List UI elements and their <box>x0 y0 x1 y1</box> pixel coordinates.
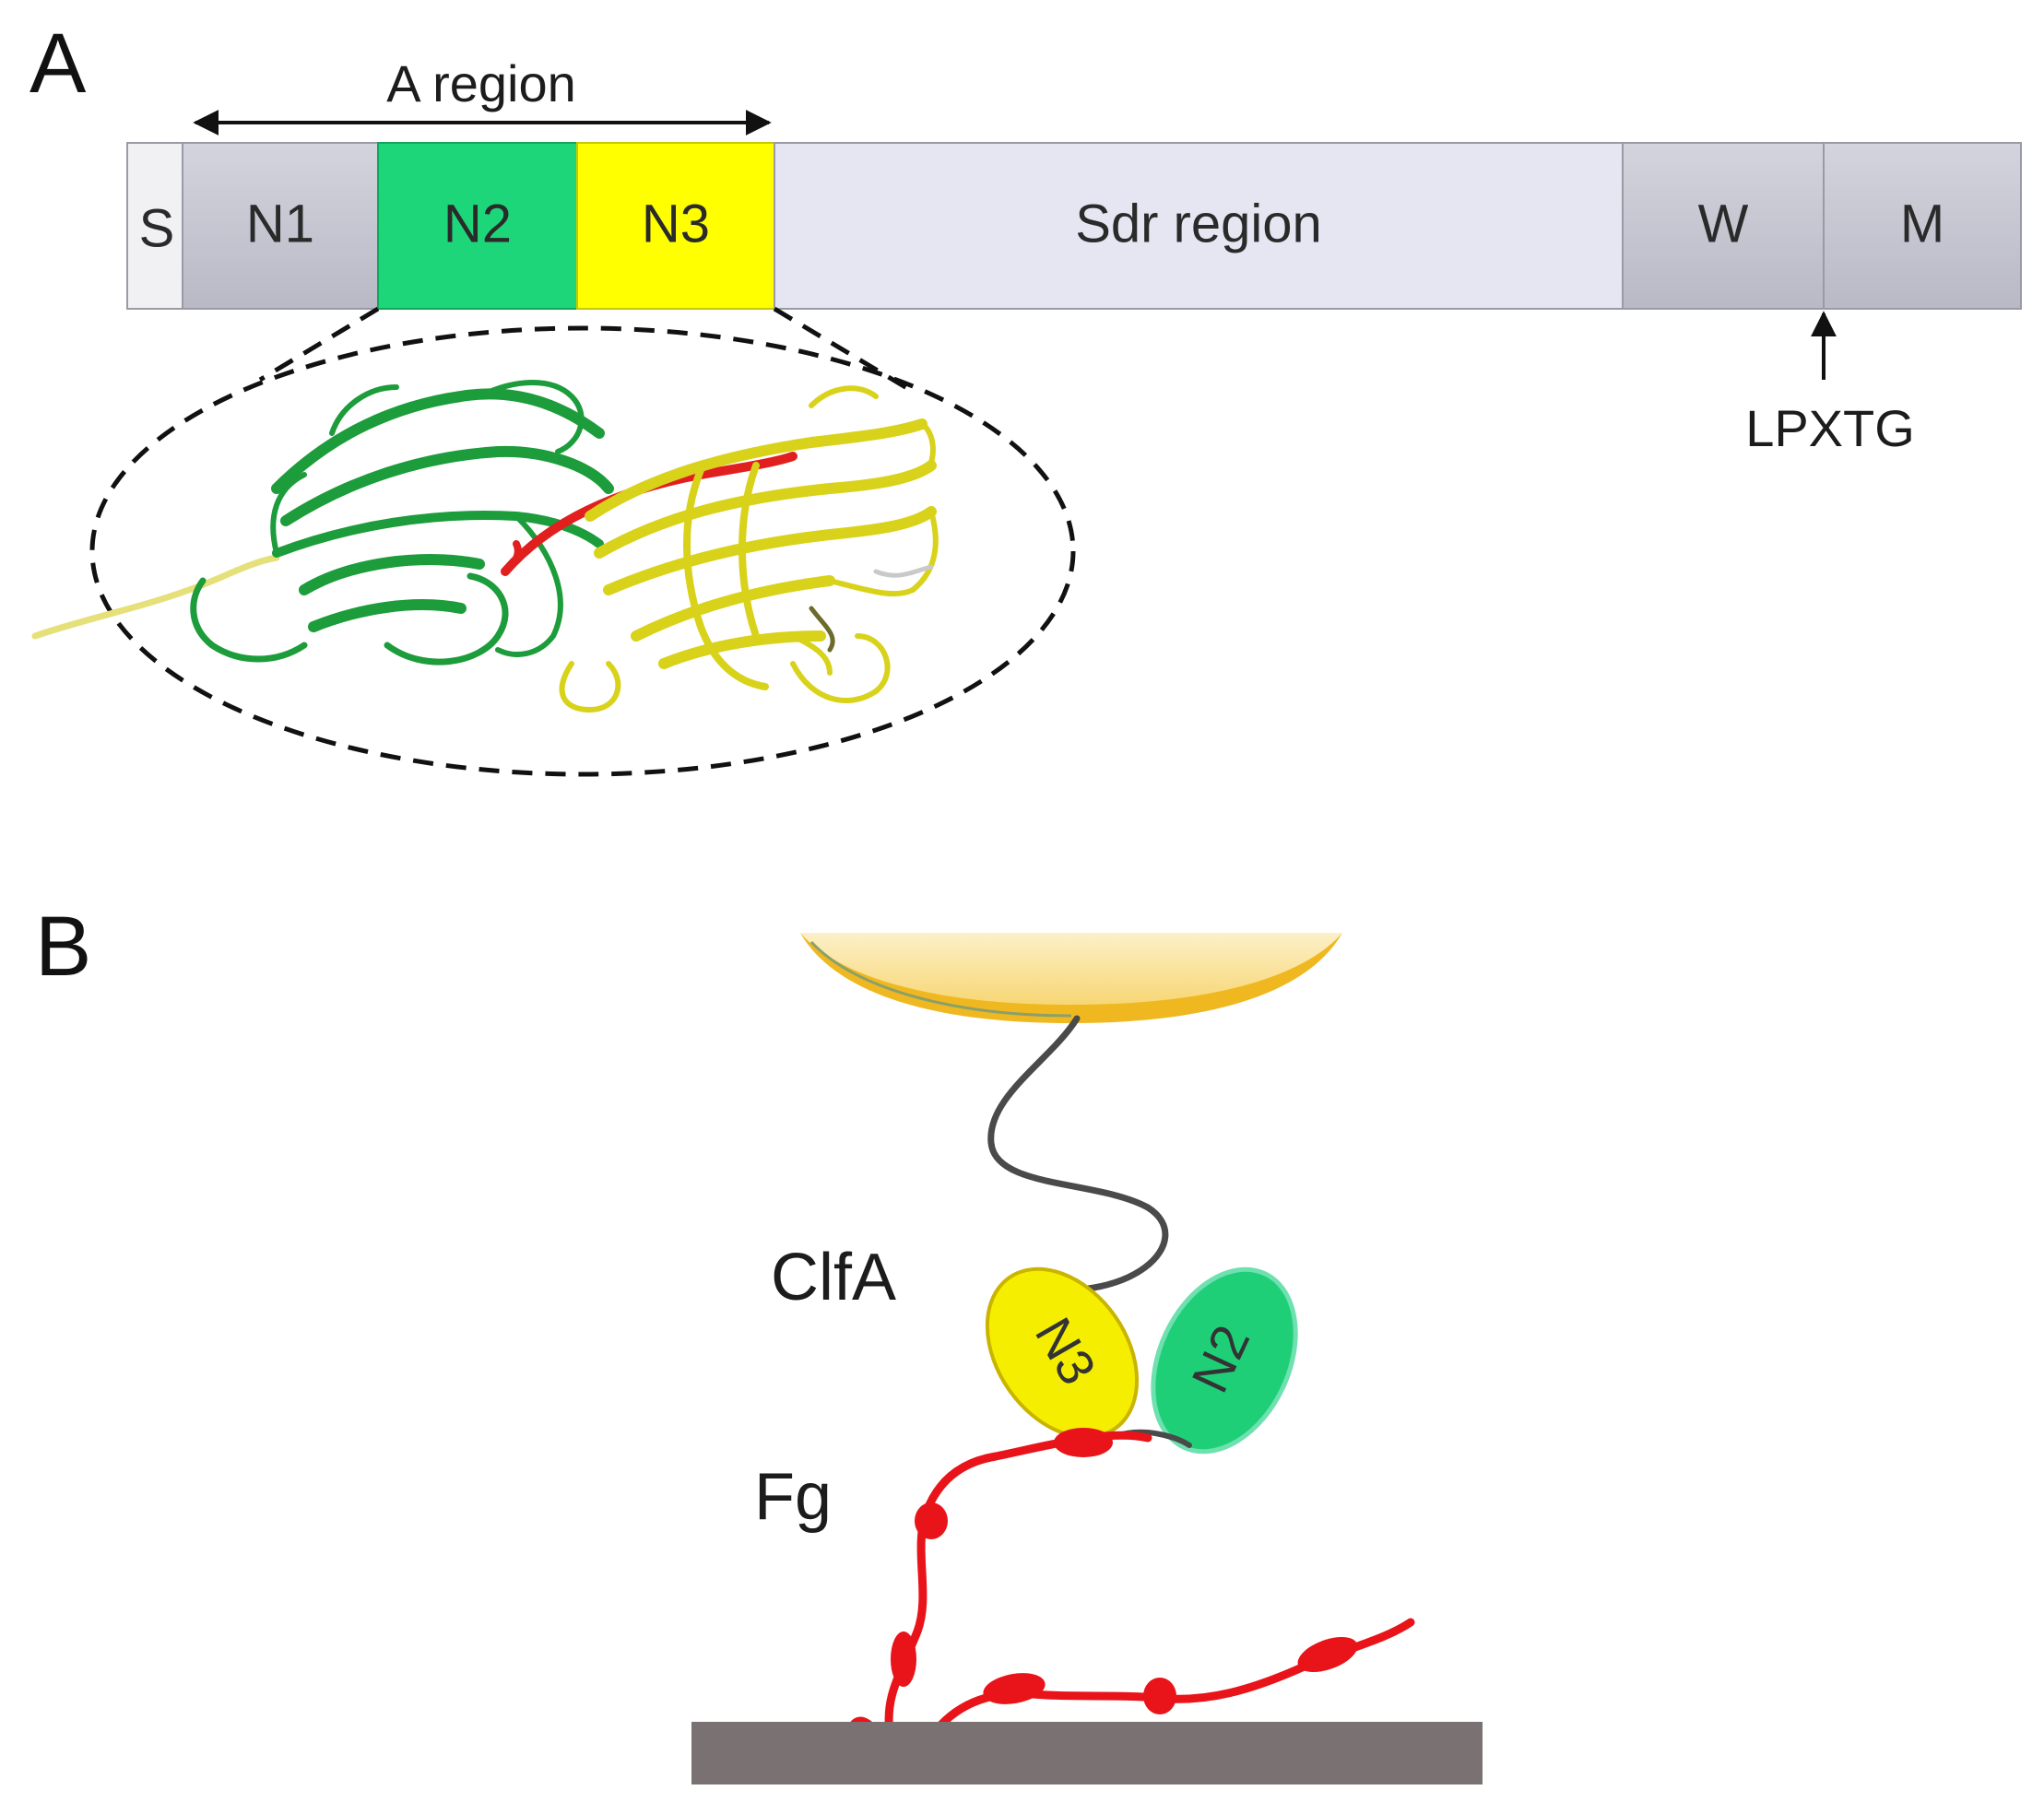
fg-label: Fg <box>754 1460 832 1534</box>
latching-strand <box>501 452 798 576</box>
segment-n2-label: N2 <box>443 194 512 253</box>
segment-n2 <box>377 142 578 310</box>
zoom-line-right <box>773 306 916 395</box>
segment-w-label: W <box>1698 194 1749 253</box>
a-region-label: A region <box>386 54 576 112</box>
n3-ellipse <box>985 1266 1140 1440</box>
segment-sdr-label: Sdr region <box>1075 194 1322 253</box>
n2-ellipse <box>1151 1266 1298 1455</box>
n3-ribbon <box>559 385 939 713</box>
zoom-ellipse <box>89 325 1076 777</box>
substrate-surface <box>691 1722 1483 1785</box>
segment-n1 <box>182 142 379 310</box>
segment-s-label: S <box>139 198 175 258</box>
panel-b-label: B <box>35 900 91 994</box>
clfa-linker <box>987 1015 1169 1294</box>
n3-domain: N3 <box>985 1266 1140 1440</box>
lpxtg-label: LPXTG <box>1745 399 1915 457</box>
clfa-label: ClfA <box>771 1241 896 1314</box>
panel-a-label: A <box>30 17 87 111</box>
domain-bar: S N1 N2 N3 Sdr region W M <box>126 142 2022 310</box>
zoom-line-left <box>258 306 380 383</box>
segment-m-label: M <box>1900 194 1944 253</box>
segment-w <box>1622 142 1825 310</box>
n2-ribbon <box>190 380 614 666</box>
afm-tip <box>800 933 1342 1023</box>
lpxtg-annotation: LPXTG <box>1745 311 1915 457</box>
n3-tail-strand <box>31 554 280 640</box>
protein-ribbon-structure <box>31 380 939 713</box>
fibrinogen-chains <box>848 1428 1415 1745</box>
n2-domain: N2 <box>1151 1266 1298 1455</box>
a-region-annotation: A region <box>193 54 772 135</box>
segment-m <box>1823 142 2022 310</box>
segment-n3-label: N3 <box>642 194 710 253</box>
segment-n1-label: N1 <box>246 194 314 253</box>
